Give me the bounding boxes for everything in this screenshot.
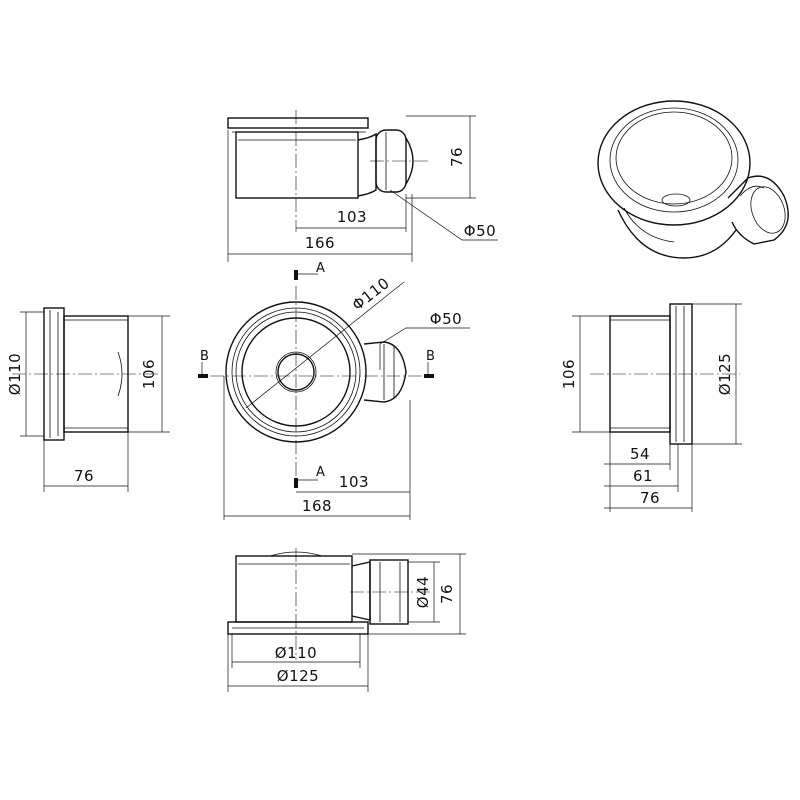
left-view-height-106: 106 — [140, 359, 158, 389]
left-view: Ø110 106 76 — [6, 307, 170, 492]
section-b-right: B — [426, 349, 435, 364]
top-side-view: 76 103 166 Φ50 — [227, 110, 498, 262]
drain-iso-icon — [597, 100, 789, 259]
center-view-outlet-dia: Φ50 — [430, 310, 462, 328]
top-view-width-166: 166 — [305, 234, 335, 252]
right-view-dia-125: Ø125 — [716, 353, 734, 395]
left-view-width-76: 76 — [74, 467, 94, 485]
center-view-width-103: 103 — [339, 473, 369, 491]
center-view-width-168: 168 — [302, 497, 332, 515]
bottom-view-height-76: 76 — [438, 584, 456, 604]
right-view-width-76: 76 — [640, 489, 660, 507]
top-view-height-76: 76 — [448, 147, 466, 167]
right-view: 106 Ø125 54 61 76 — [560, 303, 742, 512]
right-view-width-54: 54 — [630, 445, 650, 463]
top-view-width-103: 103 — [337, 208, 367, 226]
left-view-dia-110: Ø110 — [6, 353, 24, 395]
section-b-left: B — [200, 349, 209, 364]
bottom-view-dia-44: Ø44 — [414, 576, 432, 608]
bottom-view-dia-125: Ø125 — [277, 667, 319, 685]
right-view-height-106: 106 — [560, 359, 578, 389]
top-view-outlet-dia: Φ50 — [464, 222, 496, 240]
section-a-top: A — [316, 261, 325, 276]
bottom-view-dia-110: Ø110 — [275, 644, 317, 662]
bottom-side-view: Ø44 76 Ø110 Ø125 — [227, 548, 466, 692]
iso-view — [597, 100, 789, 259]
center-plan-view: A A B B Φ110 Φ50 103 168 — [198, 261, 470, 520]
section-a-bottom: A — [316, 465, 325, 480]
right-view-width-61: 61 — [633, 467, 653, 485]
